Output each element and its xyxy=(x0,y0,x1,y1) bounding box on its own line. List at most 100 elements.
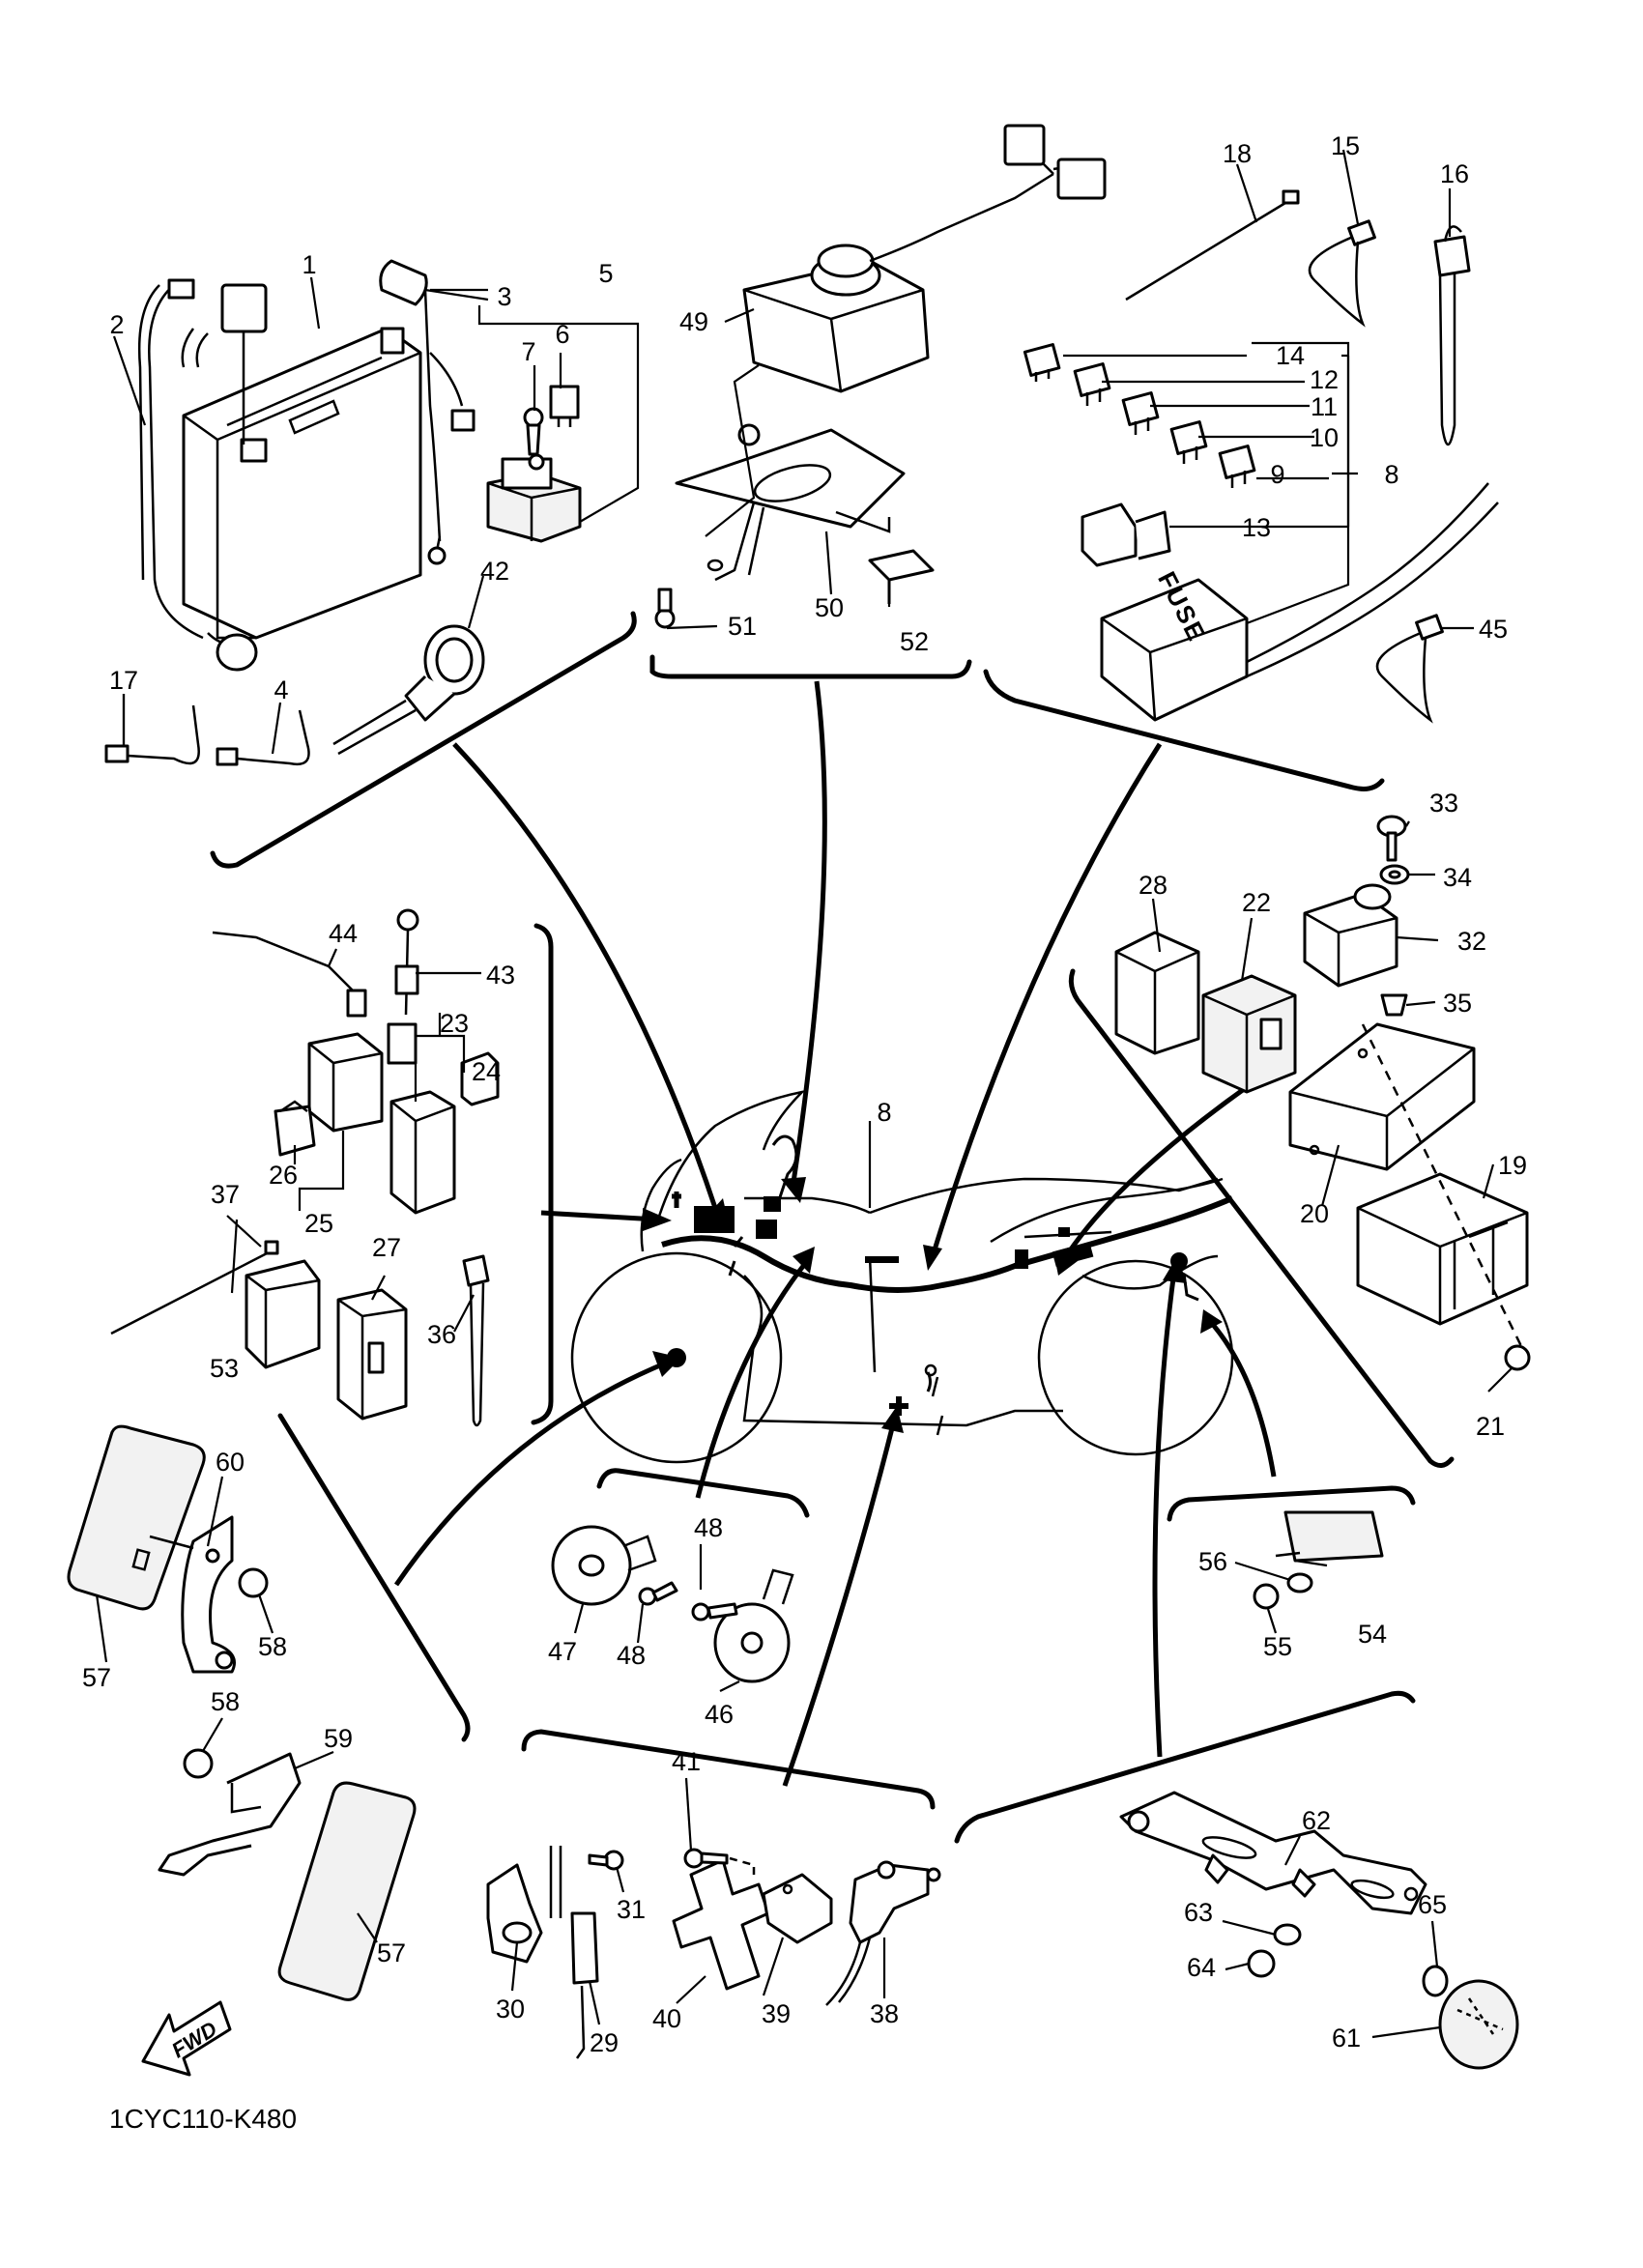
nut-part-21 xyxy=(1504,1344,1531,1371)
unit-part-49 xyxy=(742,124,1107,393)
dc-socket-part-42 xyxy=(332,624,485,756)
diagram-code: 1CYC110-K480 xyxy=(109,2104,297,2134)
master-cylinder-part-38 xyxy=(825,1860,941,2006)
label-2: 2 xyxy=(109,310,124,339)
label-38: 38 xyxy=(870,1999,899,2028)
label-6: 6 xyxy=(555,320,569,349)
label-12: 12 xyxy=(1310,365,1339,394)
washer-part-34 xyxy=(1379,864,1410,885)
relay-part-27 xyxy=(336,1288,408,1421)
nut-part-55 xyxy=(1253,1583,1280,1610)
label-14: 14 xyxy=(1276,341,1305,370)
fuse-part-10 xyxy=(1169,420,1208,464)
label-4: 4 xyxy=(274,675,288,704)
label-11: 11 xyxy=(1311,392,1338,421)
fuse-part-11 xyxy=(1121,391,1160,435)
pointer-arrows xyxy=(393,680,1277,1787)
label-33: 33 xyxy=(1429,789,1458,818)
label-15: 15 xyxy=(1331,131,1360,160)
label-53: 53 xyxy=(210,1354,239,1383)
collar-part-35 xyxy=(1380,993,1408,1017)
label-25: 25 xyxy=(304,1209,333,1238)
bolt-part-31 xyxy=(588,1850,624,1871)
label-49: 49 xyxy=(679,307,708,336)
band-part-45 xyxy=(1375,614,1444,724)
label-28: 28 xyxy=(1139,871,1167,900)
label-48b: 48 xyxy=(617,1641,646,1670)
label-45: 45 xyxy=(1479,615,1508,644)
unit-part-22 xyxy=(1201,974,1297,1094)
washer-part-63 xyxy=(1273,1923,1302,1946)
label-21: 21 xyxy=(1476,1412,1505,1441)
fuse-part-14 xyxy=(1023,343,1061,382)
leader-lines xyxy=(95,149,1513,2039)
band-part-4 xyxy=(216,709,310,766)
bracket-part-40 xyxy=(672,1858,770,1991)
label-13: 13 xyxy=(1242,513,1271,542)
band-part-18 xyxy=(1125,189,1300,301)
label-26: 26 xyxy=(269,1161,298,1190)
bracket-part-60 xyxy=(149,1515,236,1674)
label-41: 41 xyxy=(672,1747,701,1776)
battery-lead-part-2 xyxy=(137,278,258,672)
bolt-part-48 xyxy=(638,1581,738,1622)
label-61: 61 xyxy=(1332,2024,1361,2053)
wiring-harness-main xyxy=(661,1134,1234,1416)
label-54: 54 xyxy=(1358,1620,1387,1649)
label-64: 64 xyxy=(1187,1953,1216,1982)
fuse-part-9 xyxy=(1218,445,1256,488)
fwd-arrow: FWD xyxy=(141,2000,232,2077)
label-56: 56 xyxy=(1198,1547,1227,1576)
label-50: 50 xyxy=(815,593,844,622)
reflector-part-57b xyxy=(277,1781,417,2001)
label-59: 59 xyxy=(324,1724,353,1753)
nut-part-64 xyxy=(1247,1949,1276,1978)
lead-part-43 xyxy=(387,908,419,1065)
switch-part-29 xyxy=(549,1846,599,2059)
label-8a: 8 xyxy=(1384,460,1398,489)
relay-part-24 xyxy=(460,1051,500,1106)
label-10: 10 xyxy=(1310,423,1339,452)
label-39: 39 xyxy=(762,1999,791,2028)
relay-part-25 xyxy=(307,1032,384,1133)
label-48a: 48 xyxy=(694,1513,723,1542)
clamp-part-16 xyxy=(1433,225,1471,446)
fuse-part-6 xyxy=(549,385,580,427)
label-63: 63 xyxy=(1184,1898,1213,1927)
connector-part-32 xyxy=(1303,883,1398,988)
label-16: 16 xyxy=(1440,159,1469,188)
label-35: 35 xyxy=(1443,989,1472,1018)
label-65: 65 xyxy=(1418,1890,1447,1919)
label-34: 34 xyxy=(1443,863,1472,892)
label-51: 51 xyxy=(728,612,757,641)
label-17: 17 xyxy=(109,666,138,695)
bolt-part-41 xyxy=(683,1848,756,1880)
label-30: 30 xyxy=(496,1995,525,2024)
bracket-part-62 xyxy=(1119,1791,1427,1915)
label-31: 31 xyxy=(617,1895,646,1924)
horn-part-46 xyxy=(713,1568,794,1683)
nut-part-58a xyxy=(238,1567,269,1598)
label-24: 24 xyxy=(472,1057,501,1086)
label-44: 44 xyxy=(329,919,358,948)
bracket-part-20 xyxy=(1288,1022,1476,1171)
bolt-part-51 xyxy=(654,588,676,629)
label-5: 5 xyxy=(598,259,613,288)
label-58a: 58 xyxy=(258,1632,287,1661)
clamp-part-36 xyxy=(462,1254,490,1427)
label-57a: 57 xyxy=(82,1663,111,1692)
horn-part-47 xyxy=(551,1525,657,1606)
bracket-part-30 xyxy=(486,1863,543,1964)
label-7: 7 xyxy=(521,337,535,366)
label-29: 29 xyxy=(590,2028,619,2057)
fuse-box-part-8: FUSE xyxy=(1100,482,1499,722)
bolt-part-7 xyxy=(523,407,544,456)
label-3: 3 xyxy=(497,282,511,311)
label-20: 20 xyxy=(1300,1199,1329,1228)
battery-lead-part-3 xyxy=(379,259,488,565)
relay-part-23 xyxy=(389,1090,456,1215)
label-47: 47 xyxy=(548,1637,577,1666)
label-36: 36 xyxy=(427,1320,456,1349)
screw-part-33 xyxy=(1376,815,1407,862)
